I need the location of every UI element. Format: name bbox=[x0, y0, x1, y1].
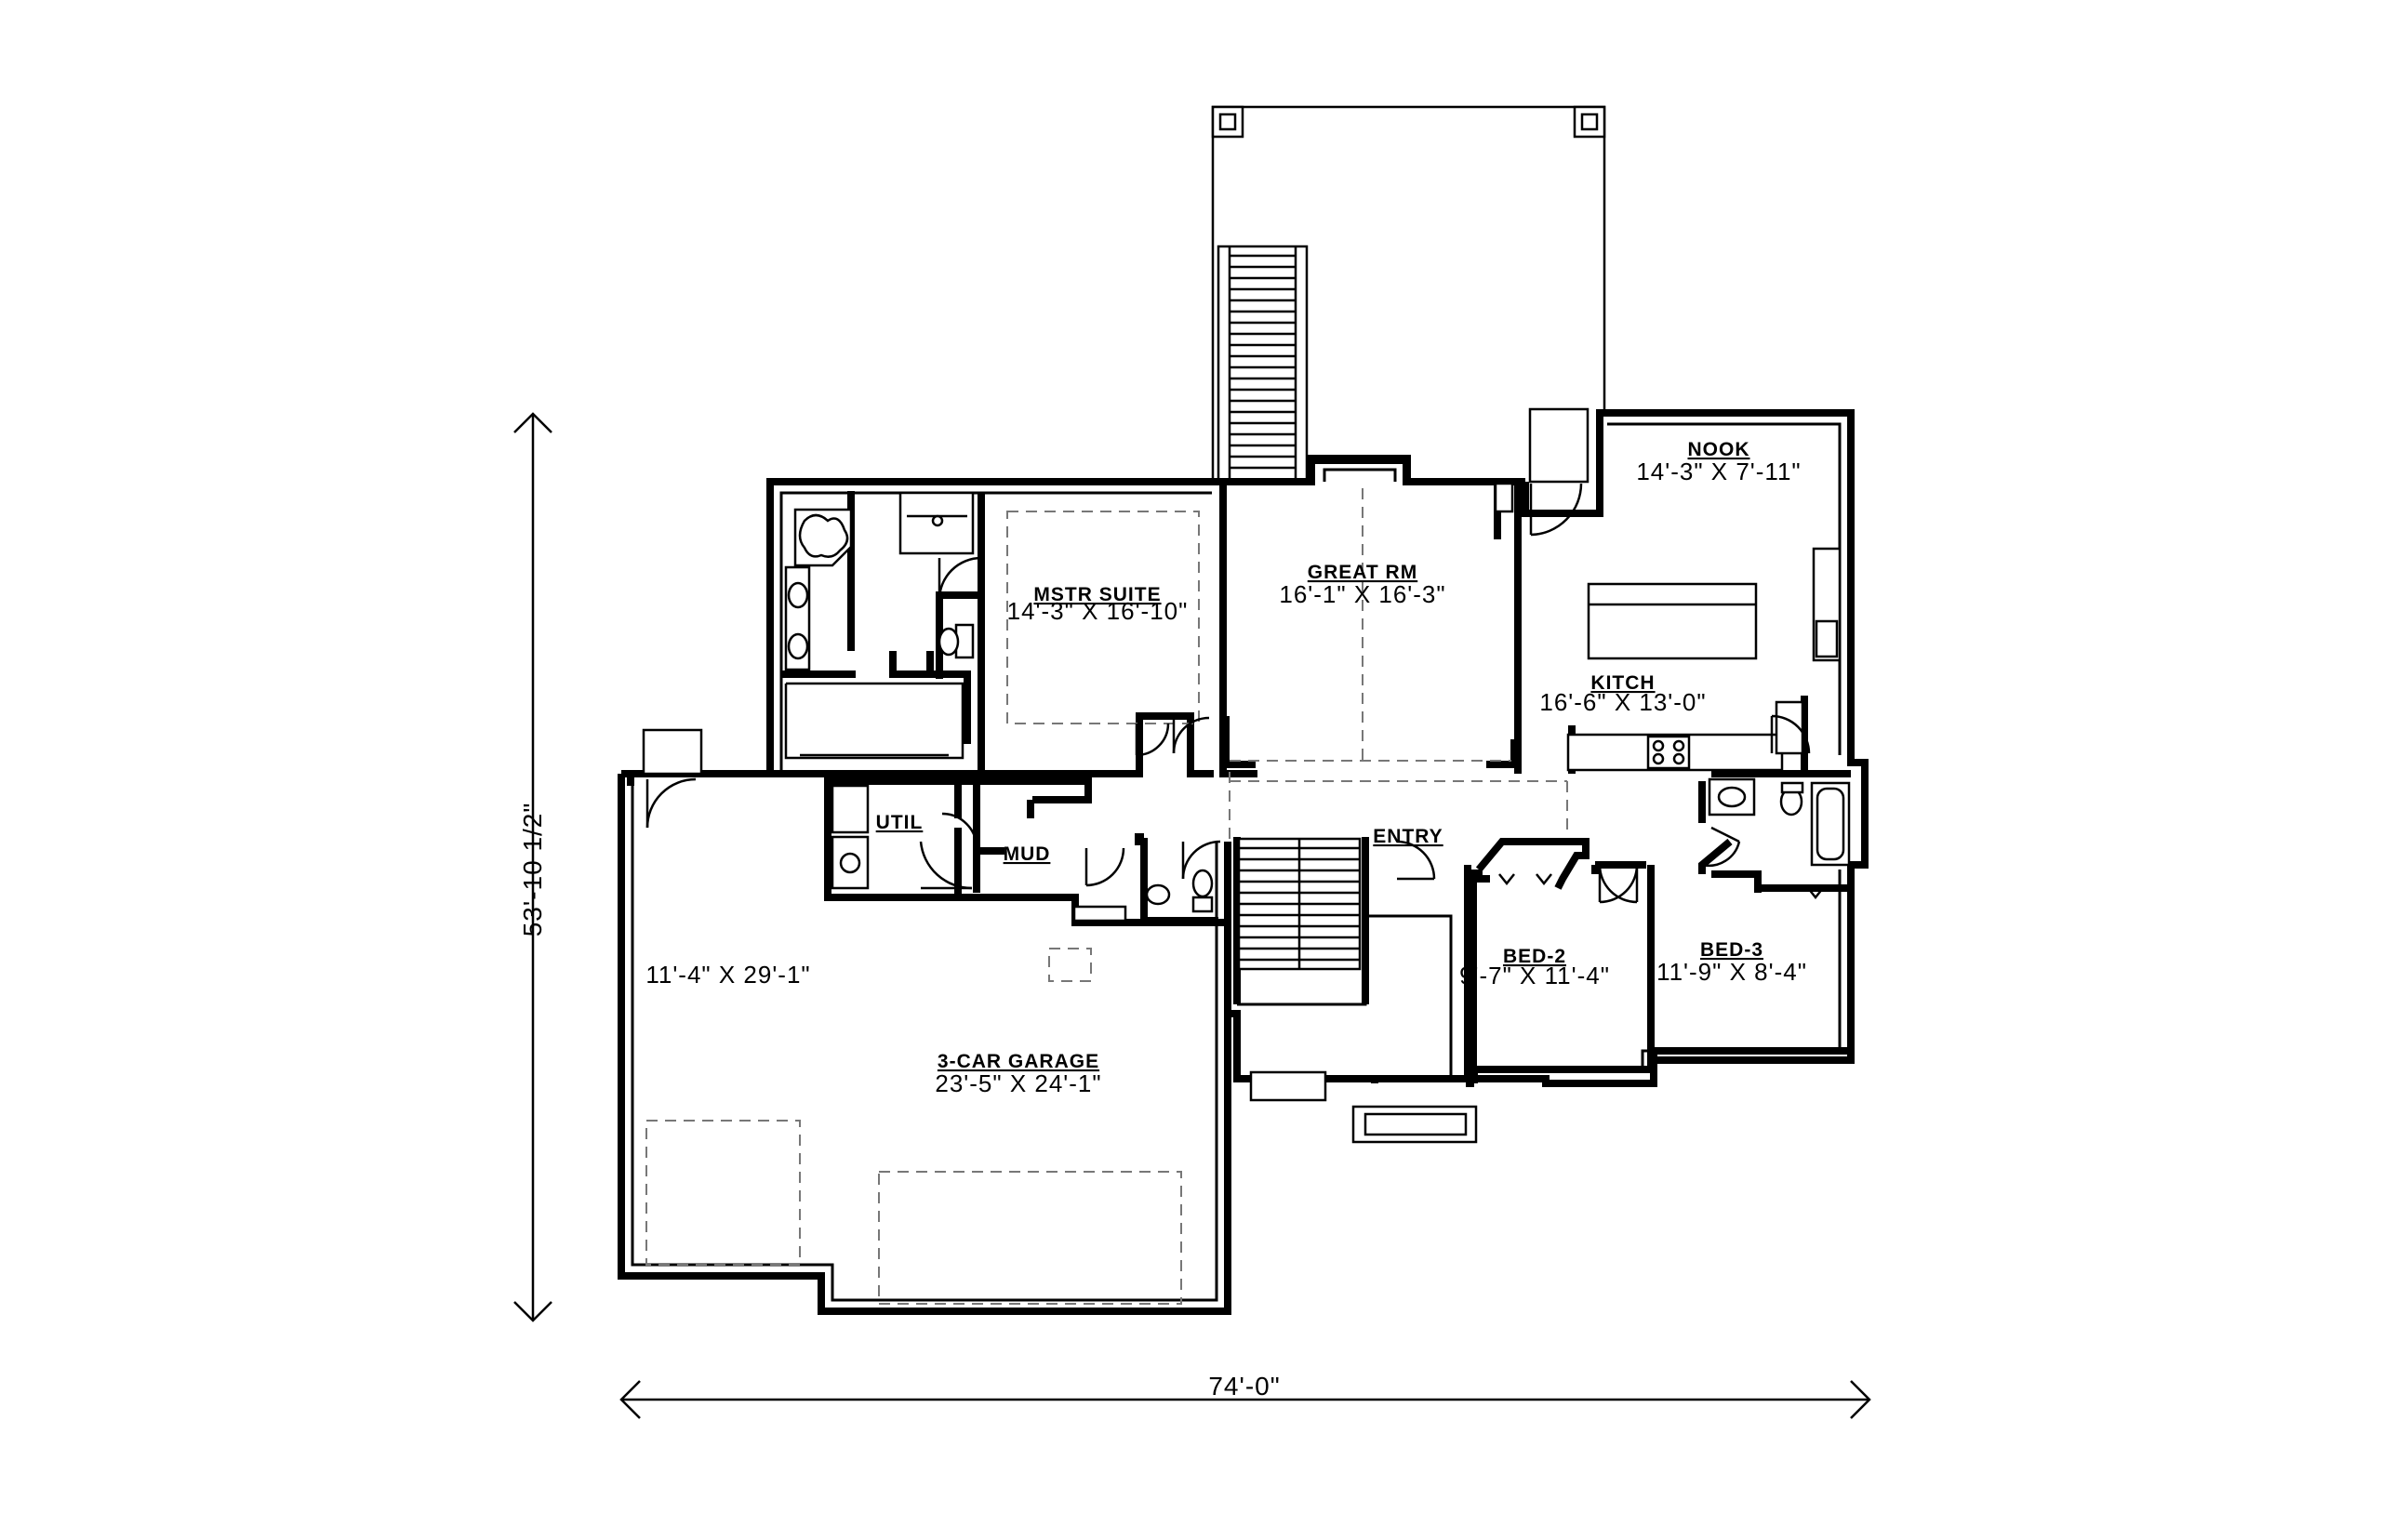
dryer-icon bbox=[831, 784, 870, 834]
room-name-mstr-suite: MSTR SUITE bbox=[1033, 584, 1161, 605]
sink-icon bbox=[1145, 883, 1171, 906]
door-swing bbox=[1085, 847, 1125, 887]
range-icon bbox=[1646, 735, 1691, 770]
door-swing bbox=[1530, 483, 1583, 537]
overall-depth-label: 53'-10 1/2" bbox=[518, 803, 547, 937]
stair-outline bbox=[1217, 245, 1309, 483]
washer-icon bbox=[831, 835, 870, 890]
closet-door bbox=[1807, 887, 1824, 900]
room-dims-bed-2: 9'-7" X 11'-4" bbox=[1459, 962, 1610, 989]
interior-stairs bbox=[1237, 837, 1362, 971]
door-swing bbox=[645, 777, 697, 829]
closet-door bbox=[1498, 873, 1515, 886]
room-name-bed-2: BED-2 bbox=[1503, 946, 1566, 967]
room-name-util: UTIL bbox=[876, 812, 924, 833]
room-dims-bed-3: 11'-9" X 8'-4" bbox=[1656, 958, 1807, 986]
deck-stairs bbox=[1217, 245, 1309, 483]
door-swing bbox=[938, 556, 982, 601]
room-dims-kitch: 16'-6" X 13'-0" bbox=[1539, 688, 1706, 716]
sink-icon bbox=[787, 632, 809, 660]
kitchen-island bbox=[1587, 582, 1758, 660]
interior-walls bbox=[766, 482, 1851, 1060]
bathtub-icon bbox=[793, 508, 853, 567]
overall-dimensions: 53'-10 1/2" 74'-0" bbox=[513, 412, 1871, 1419]
door-swing bbox=[1172, 716, 1210, 754]
room-name-kitch: KITCH bbox=[1590, 672, 1655, 694]
room-dims-nook: 14'-3" X 7'-11" bbox=[1636, 458, 1801, 485]
room-dims-garage: 23'-5" X 24'-1" bbox=[935, 1069, 1101, 1097]
door-swing bbox=[1181, 840, 1221, 880]
room-name-entry: ENTRY bbox=[1373, 826, 1443, 847]
dashed-lines bbox=[645, 488, 1568, 1305]
room-labels: NOOK 14'-3" X 7'-11" GREAT RM 16'-1" X 1… bbox=[645, 439, 1807, 1097]
door-leaf bbox=[1710, 826, 1740, 843]
doors bbox=[645, 483, 1824, 904]
rear-deck bbox=[1211, 105, 1606, 482]
fixtures bbox=[642, 407, 1851, 1144]
room-dims-mstr-suite: 14'-3" X 16'-10" bbox=[1007, 597, 1189, 625]
door-swing bbox=[1136, 723, 1170, 757]
toilet-icon bbox=[1191, 869, 1214, 898]
room-name-nook: NOOK bbox=[1688, 439, 1750, 460]
door-swing bbox=[1598, 864, 1638, 904]
sink-icon bbox=[787, 581, 809, 609]
room-dims-garage-bay: 11'-4" X 29'-1" bbox=[645, 961, 810, 989]
room-name-mud: MUD bbox=[1004, 843, 1051, 865]
door-swing bbox=[1396, 840, 1436, 880]
door-swing bbox=[1701, 841, 1741, 868]
overall-width-label: 74'-0" bbox=[1208, 1372, 1280, 1401]
closet-door bbox=[1536, 873, 1552, 886]
room-dims-great-rm: 16'-1" X 16'-3" bbox=[1279, 580, 1445, 608]
room-name-great-rm: GREAT RM bbox=[1308, 562, 1417, 583]
door-swing bbox=[1771, 714, 1811, 754]
sink-icon bbox=[1815, 619, 1839, 658]
room-name-garage: 3-CAR GARAGE bbox=[938, 1051, 1099, 1072]
room-name-bed-3: BED-3 bbox=[1700, 939, 1763, 961]
door-swing bbox=[941, 812, 978, 849]
door-swing bbox=[919, 841, 973, 890]
toilet-icon bbox=[938, 627, 960, 657]
